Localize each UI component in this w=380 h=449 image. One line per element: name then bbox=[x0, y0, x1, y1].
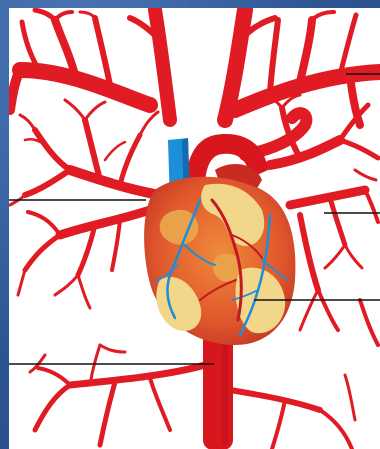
heart bbox=[144, 177, 295, 345]
upper-arteries bbox=[10, 10, 380, 125]
lower-branches bbox=[30, 345, 355, 449]
left-upper-artery bbox=[20, 70, 150, 105]
left-branch-tree bbox=[10, 100, 160, 308]
